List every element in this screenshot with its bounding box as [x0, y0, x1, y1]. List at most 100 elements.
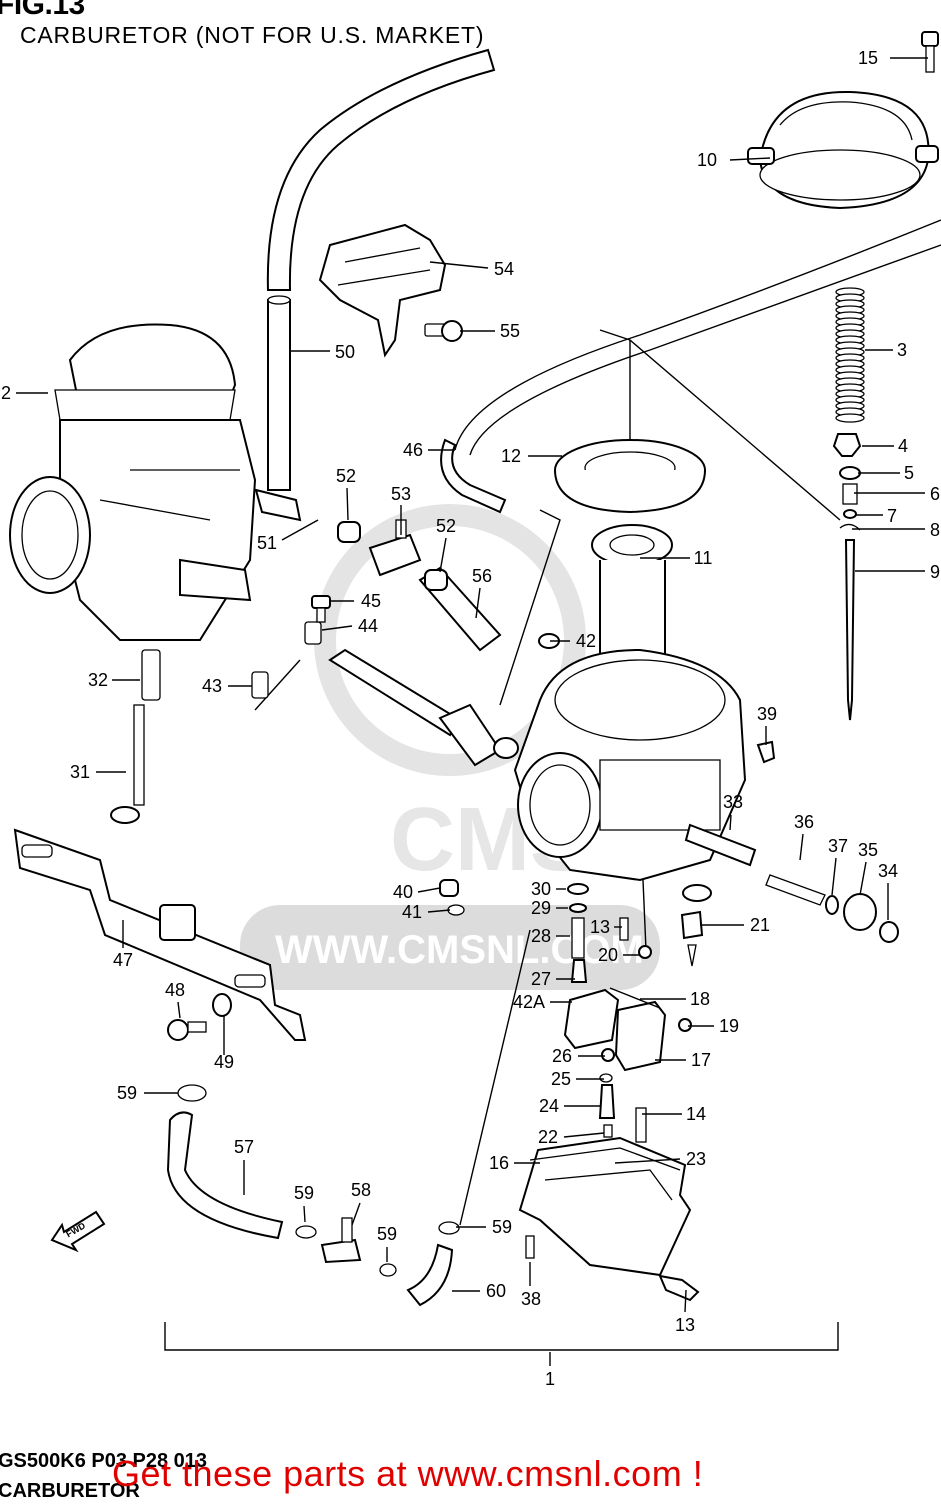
callout-leader-line: [831, 857, 837, 896]
callout-number: 59: [377, 1224, 397, 1244]
callout-number: 48: [165, 980, 185, 1000]
valve-21: [680, 884, 712, 967]
needle-parts-4-9: [832, 433, 862, 721]
callout-number: 46: [403, 440, 423, 460]
callout-number: 13: [675, 1315, 695, 1335]
promo-link[interactable]: Get these parts at www.cmsnl.com !: [112, 1453, 704, 1494]
callout-c55: 55: [460, 321, 520, 341]
callout-number: 52: [336, 466, 356, 486]
callout-c43: 43: [202, 676, 252, 696]
callout-c17: 17: [655, 1050, 711, 1070]
callout-c29: 29: [531, 898, 568, 918]
callout-c18: 18: [640, 989, 710, 1009]
callout-number: 42A: [513, 992, 545, 1012]
callout-c22: 22: [538, 1127, 605, 1147]
callout-number: 9: [930, 562, 940, 582]
callout-c23: 23: [614, 1149, 706, 1169]
callout-leader-line: [346, 487, 349, 521]
callout-c36: 36: [794, 812, 814, 861]
throttle-shaft: [328, 648, 519, 767]
callout-leader-line: [351, 1202, 361, 1226]
callout-leader-line: [475, 587, 481, 619]
callout-c50: 50: [290, 342, 355, 362]
callout-c60: 60: [452, 1281, 506, 1301]
callout-number: 37: [828, 836, 848, 856]
vacuum-hose-50: [254, 48, 496, 522]
callout-leader-line: [799, 833, 804, 861]
callout-number: 27: [531, 969, 551, 989]
callout-c25: 25: [551, 1069, 604, 1089]
callout-number: 14: [686, 1104, 706, 1124]
callout-c4: 4: [862, 436, 908, 456]
screw-45: [311, 595, 331, 623]
callout-number: 2: [1, 383, 11, 403]
callout-number: 25: [551, 1069, 571, 1089]
callout-leader-line: [281, 519, 319, 541]
callout-number: 10: [697, 150, 717, 170]
callout-number: 59: [294, 1183, 314, 1203]
spring-coils: [835, 287, 865, 423]
callout-number: 43: [202, 676, 222, 696]
callout-number: 18: [690, 989, 710, 1009]
callout-c42A: 42A: [513, 992, 572, 1012]
screw-48: [167, 1019, 207, 1041]
callout-c5: 5: [858, 463, 914, 483]
callout-number: 39: [757, 704, 777, 724]
callout-c40: 40: [393, 882, 441, 902]
callout-c32: 32: [88, 670, 140, 690]
callout-number: 49: [214, 1052, 234, 1072]
callout-number: 1: [545, 1369, 555, 1389]
callout-leader-line: [859, 861, 867, 896]
callout-c42: 42: [550, 631, 596, 651]
clip-41: [447, 904, 465, 916]
spring-coil: [835, 413, 865, 423]
callout-number: 52: [436, 516, 456, 536]
callout-c12: 12: [501, 446, 562, 466]
callout-c52a: 52: [336, 466, 356, 521]
float-17: [614, 1000, 667, 1072]
callout-number: 58: [351, 1180, 371, 1200]
watermark-url: WWW.CMSNL.COM: [275, 928, 644, 972]
callout-number: 13: [590, 917, 610, 937]
callout-number: 4: [898, 436, 908, 456]
callout-number: 54: [494, 259, 514, 279]
clip-59b: [295, 1225, 317, 1239]
footer-code: GS500K6 P03 P28 013: [0, 1450, 208, 1472]
callout-c31: 31: [70, 762, 126, 782]
callout-c37: 37: [828, 836, 848, 896]
callout-c46: 46: [403, 440, 455, 460]
callout-number: 35: [858, 840, 878, 860]
spring-3: [835, 287, 865, 423]
callout-c2: 2: [1, 383, 48, 403]
callout-number: 40: [393, 882, 413, 902]
callout-c15: 15: [858, 48, 928, 68]
parts-22-26: [598, 1048, 647, 1143]
callout-number: 28: [531, 926, 551, 946]
callout-number: 34: [878, 861, 898, 881]
callout-c19: 19: [688, 1016, 739, 1036]
callout-leader-line: [614, 1158, 681, 1164]
callout-leader-line: [427, 909, 451, 913]
callout-c24: 24: [539, 1096, 600, 1116]
carb-body-right: [513, 648, 757, 882]
callout-number: 5: [904, 463, 914, 483]
callout-number: 56: [472, 566, 492, 586]
callout-number: 31: [70, 762, 90, 782]
callout-c39: 39: [757, 704, 777, 745]
callout-c59b: 59: [294, 1183, 314, 1223]
callout-number: 8: [930, 520, 940, 540]
callout-c20: 20: [598, 945, 640, 965]
callout-leader-line: [563, 1132, 605, 1138]
bracket-54: [318, 223, 447, 358]
callout-number: 33: [723, 792, 743, 812]
float-bowl-16: [518, 1136, 692, 1277]
float-42A: [563, 988, 620, 1050]
callout-c28: 28: [531, 926, 570, 946]
callout-number: 32: [88, 670, 108, 690]
callout-number: 29: [531, 898, 551, 918]
footer-name: CARBURETOR: [0, 1480, 140, 1502]
callout-number: 20: [598, 945, 618, 965]
